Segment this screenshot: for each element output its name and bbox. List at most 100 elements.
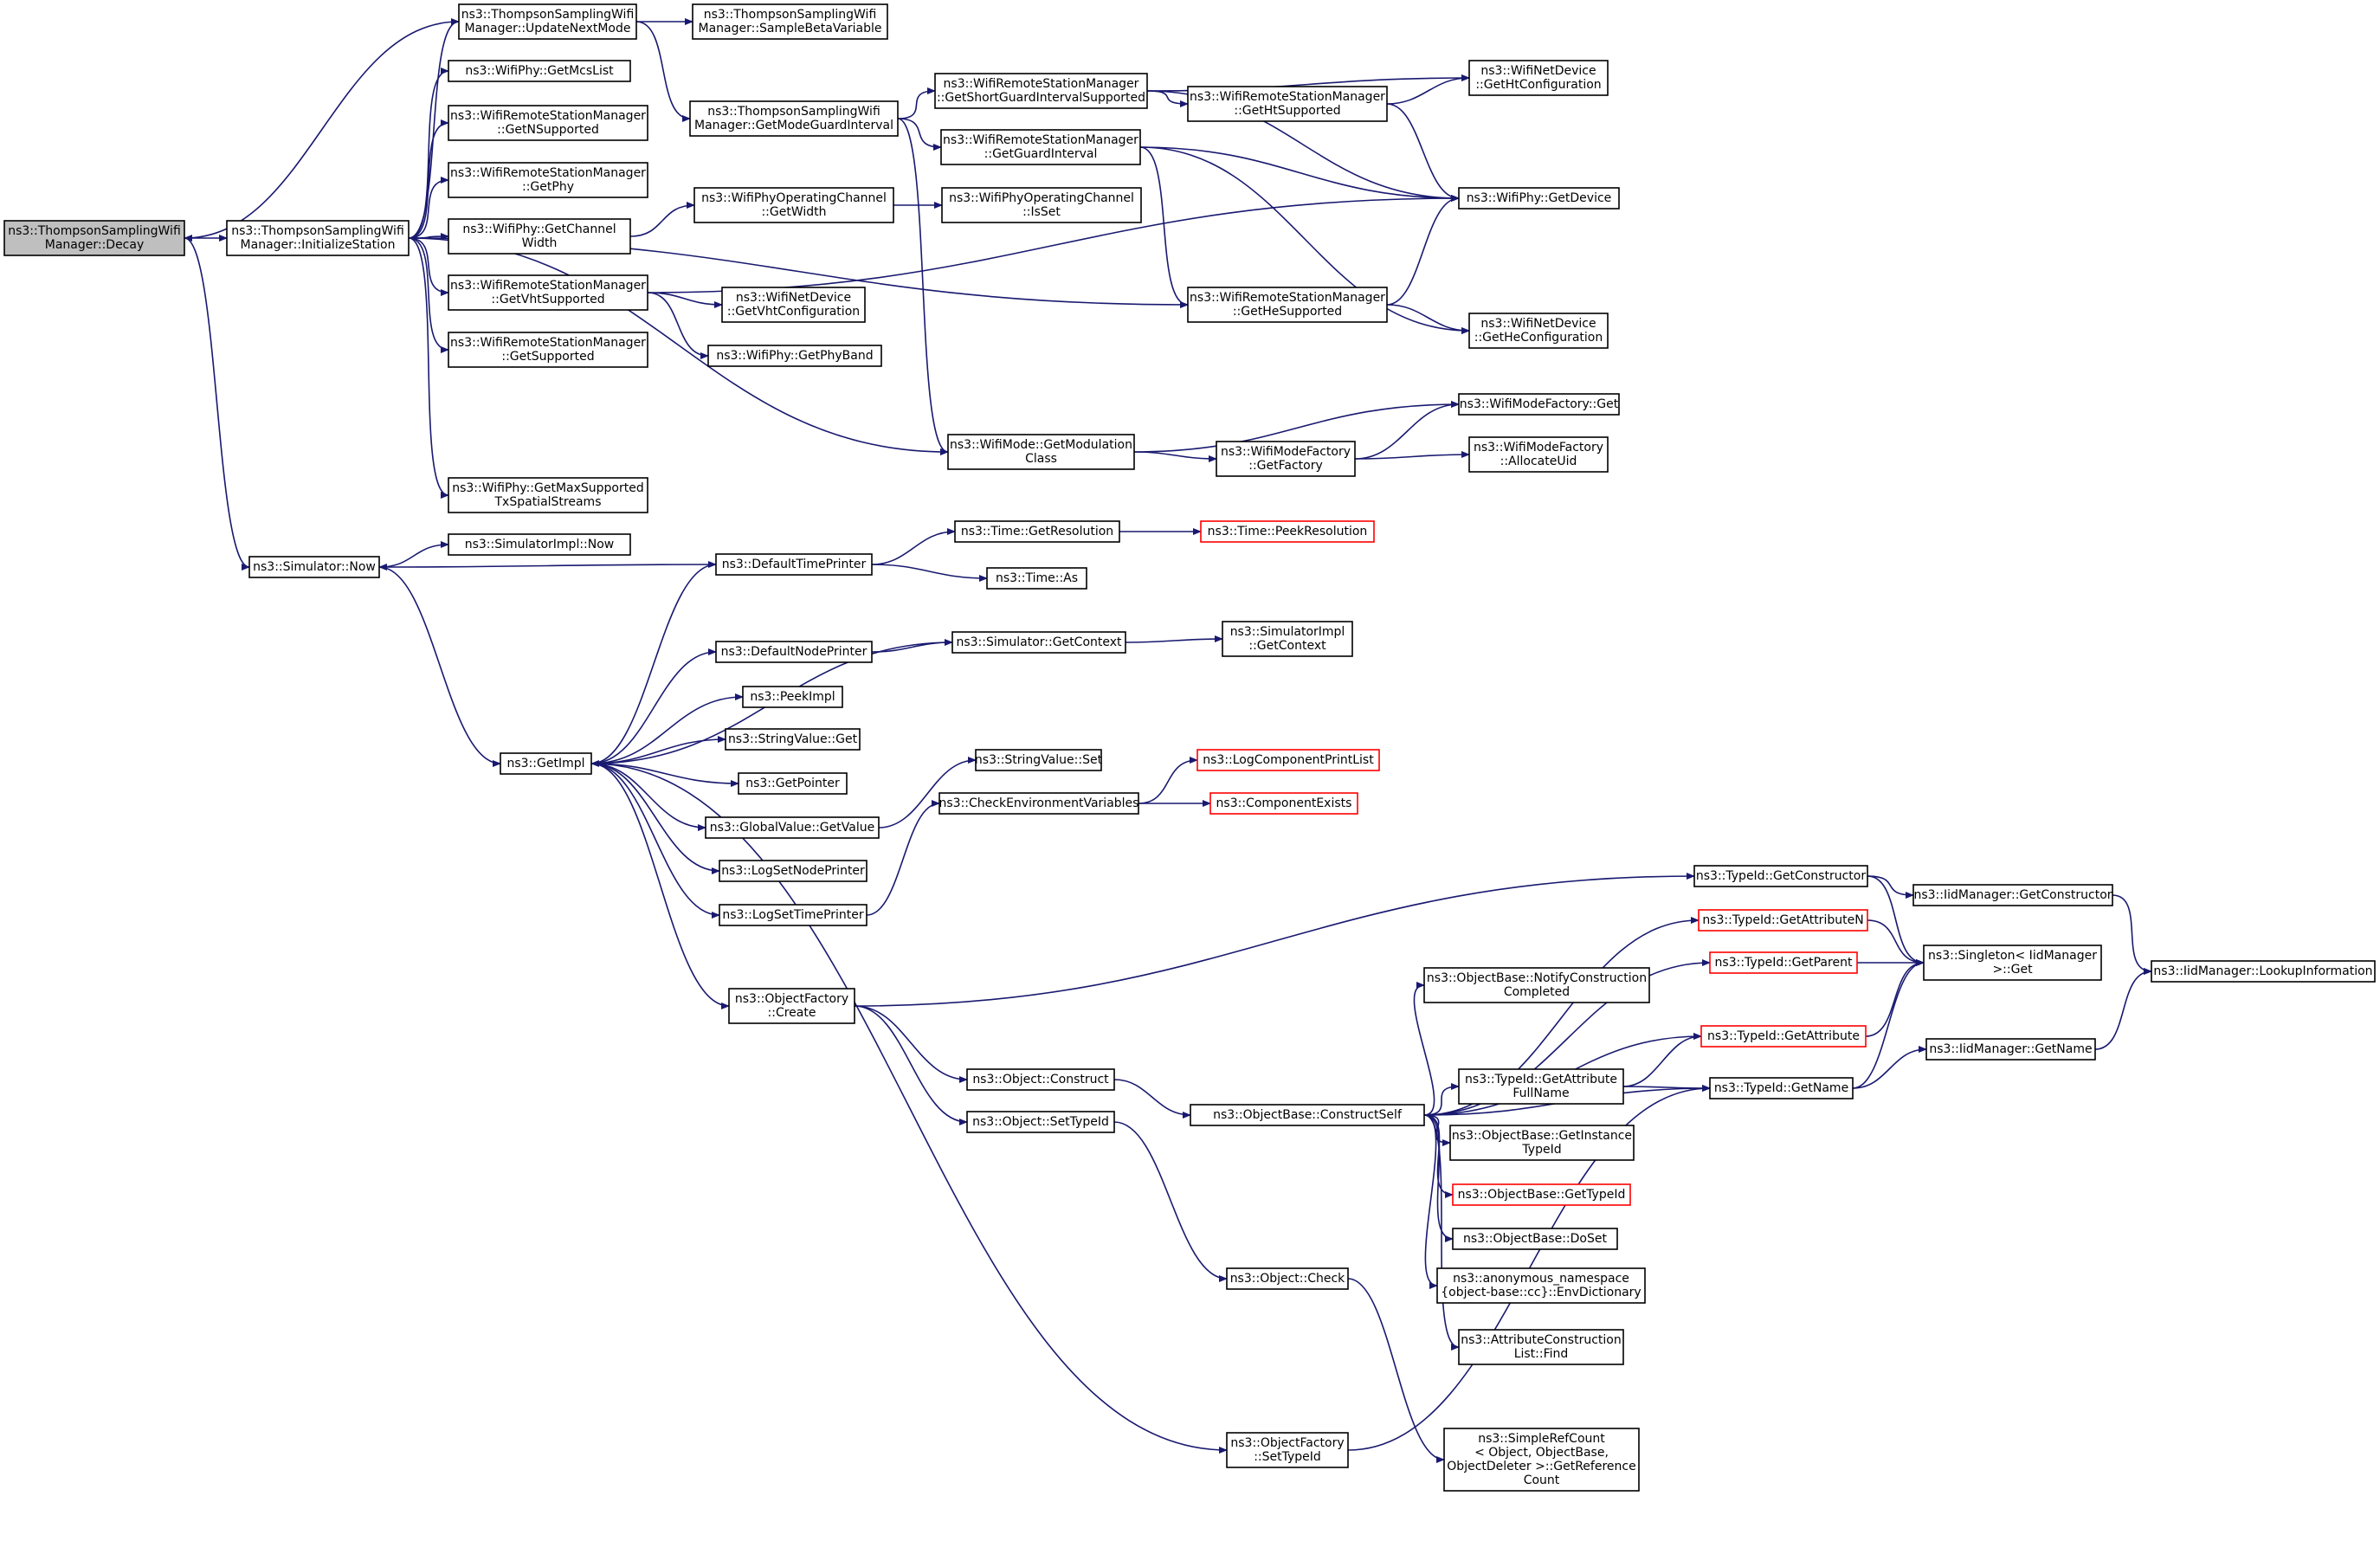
node-object-factory-set-type-id[interactable]: ns3::ObjectFactory::SetTypeId (1226, 1432, 1349, 1468)
node-box (941, 187, 1142, 223)
node-label: >::Get (1992, 963, 2033, 977)
edge-construct-self-to-object-base-do-set (1423, 1114, 1454, 1242)
node-iid-get-name[interactable]: ns3::IidManager::GetName (1925, 1038, 2096, 1061)
node-object-base-get-type-id[interactable]: ns3::ObjectBase::GetTypeId (1452, 1183, 1631, 1206)
node-default-node-printer[interactable]: ns3::DefaultNodePrinter (715, 641, 873, 663)
node-log-set-time-printer[interactable]: ns3::LogSetTimePrinter (719, 904, 868, 926)
node-object-check[interactable]: ns3::Object::Check (1226, 1267, 1349, 1290)
node-get-n-supported[interactable]: ns3::WifiRemoteStationManager::GetNSuppo… (448, 105, 648, 141)
node-object-set-type-id[interactable]: ns3::Object::SetTypeId (966, 1111, 1115, 1133)
node-log-component-print-list[interactable]: ns3::LogComponentPrintList (1196, 749, 1380, 771)
node-opchan-is-set[interactable]: ns3::WifiPhyOperatingChannel::IsSet (941, 187, 1142, 223)
node-mode-factory-get-factory[interactable]: ns3::WifiModeFactory::GetFactory (1216, 441, 1356, 477)
node-time-as[interactable]: ns3::Time::As (986, 567, 1087, 590)
node-label: ns3::Object::Construct (972, 1073, 1109, 1086)
node-typeid-get-constructor[interactable]: ns3::TypeId::GetConstructor (1693, 865, 1868, 887)
node-string-value-set[interactable]: ns3::StringValue::Set (975, 749, 1103, 771)
node-label: ns3::ObjectFactory (735, 992, 848, 1006)
node-get-mode-guard[interactable]: ns3::ThompsonSamplingWifiManager::GetMod… (689, 100, 899, 137)
node-env-dictionary[interactable]: ns3::anonymous_namespace{object-base::cc… (1436, 1267, 1646, 1304)
edge-typeid-get-name-to-singleton-get (1852, 959, 1925, 1089)
node-construct-self[interactable]: ns3::ObjectBase::ConstructSelf (1190, 1104, 1425, 1126)
edge-path (629, 202, 695, 237)
node-get-guard-interval[interactable]: ns3::WifiRemoteStationManager::GetGuardI… (940, 129, 1141, 165)
node-simimpl-get-context[interactable]: ns3::SimulatorImpl::GetContext (1222, 621, 1353, 657)
node-box (1700, 1025, 1867, 1048)
node-iid-get-constructor[interactable]: ns3::IidManager::GetConstructor (1912, 884, 2113, 906)
node-check-env-vars[interactable]: ns3::CheckEnvironmentVariables (938, 792, 1139, 815)
edge-path (1865, 959, 1925, 1037)
node-singleton-get[interactable]: ns3::Singleton< IidManager >::Get (1923, 945, 2102, 981)
edge-construct-self-to-notify-construction-completed (1413, 982, 1435, 1116)
node-get-vht-config[interactable]: ns3::WifiNetDevice::GetVhtConfiguration (721, 287, 866, 323)
node-phy-get-device[interactable]: ns3::WifiPhy::GetDevice (1458, 187, 1620, 210)
edge-path (2112, 894, 2152, 975)
node-global-value-get-value[interactable]: ns3::GlobalValue::GetValue (705, 816, 880, 839)
node-object-factory-create[interactable]: ns3::ObjectFactory::Create (728, 988, 855, 1024)
node-label: ns3::WifiMode::GetModulation (950, 438, 1132, 452)
node-label: ns3::ComponentExists (1216, 796, 1352, 810)
node-sample-beta[interactable]: ns3::ThompsonSamplingWifiManager::Sample… (692, 3, 888, 40)
node-time-get-resolution[interactable]: ns3::Time::GetResolution (954, 520, 1120, 543)
node-opchan-get-width[interactable]: ns3::WifiPhyOperatingChannel::GetWidth (693, 187, 894, 223)
node-default-time-printer[interactable]: ns3::DefaultTimePrinter (715, 553, 873, 576)
node-box (1458, 393, 1620, 416)
node-label: ns3::WifiPhy::GetChannel (462, 222, 616, 236)
node-peek-impl[interactable]: ns3::PeekImpl (742, 686, 843, 708)
node-get-sgi-supported[interactable]: ns3::WifiRemoteStationManager::GetShortG… (934, 73, 1148, 109)
edge-get-ht-supported-to-get-ht-config (1386, 74, 1470, 105)
node-log-set-node-printer[interactable]: ns3::LogSetNodePrinter (719, 860, 868, 882)
node-simulator-now[interactable]: ns3::Simulator::Now (248, 556, 380, 578)
node-mode-factory-get[interactable]: ns3::WifiModeFactory::Get (1458, 393, 1620, 416)
node-simulator-get-context[interactable]: ns3::Simulator::GetContext (951, 631, 1126, 654)
node-get-supported[interactable]: ns3::WifiRemoteStationManager::GetSuppor… (448, 332, 648, 368)
node-box (721, 287, 866, 323)
node-simimpl-now[interactable]: ns3::SimulatorImpl::Now (448, 533, 631, 556)
node-get-phy-band[interactable]: ns3::WifiPhy::GetPhyBand (707, 345, 882, 367)
node-get-reference-count[interactable]: ns3::SimpleRefCount< Object, ObjectBase,… (1443, 1428, 1640, 1492)
edge-check-env-vars-to-log-component-print-list (1138, 757, 1198, 804)
node-box (715, 553, 873, 576)
node-typeid-get-parent[interactable]: ns3::TypeId::GetParent (1709, 951, 1858, 974)
node-update-next-mode[interactable]: ns3::ThompsonSamplingWifiManager::Update… (458, 3, 637, 40)
edge-get-he-supported-to-phy-get-device (1386, 195, 1460, 306)
node-box (934, 73, 1148, 109)
edge-default-time-printer-to-time-get-resolution (871, 528, 956, 565)
node-string-value-get[interactable]: ns3::StringValue::Get (725, 728, 861, 751)
node-get-vht-supported[interactable]: ns3::WifiRemoteStationManager::GetVhtSup… (448, 274, 648, 311)
edge-default-time-printer-to-time-as (871, 564, 988, 582)
node-get-he-config[interactable]: ns3::WifiNetDevice::GetHeConfiguration (1468, 313, 1609, 349)
node-component-exists[interactable]: ns3::ComponentExists (1209, 792, 1358, 815)
node-initialize-station[interactable]: ns3::ThompsonSamplingWifiManager::Initia… (226, 220, 410, 256)
node-get-phy[interactable]: ns3::WifiRemoteStationManager::GetPhy (448, 162, 648, 198)
edge-typeid-get-name-to-iid-get-name (1852, 1046, 1927, 1089)
node-typeid-get-attribute[interactable]: ns3::TypeId::GetAttribute (1700, 1025, 1867, 1048)
node-object-base-do-set[interactable]: ns3::ObjectBase::DoSet (1452, 1228, 1618, 1250)
node-get-impl[interactable]: ns3::GetImpl (500, 752, 592, 775)
node-get-ht-supported[interactable]: ns3::WifiRemoteStationManager::GetHtSupp… (1187, 86, 1388, 122)
edge-path (635, 21, 691, 122)
node-get-max-streams[interactable]: ns3::WifiPhy::GetMaxSupportedTxSpatialSt… (448, 477, 648, 513)
node-typeid-get-name[interactable]: ns3::TypeId::GetName (1709, 1077, 1854, 1099)
node-get-mcs-list[interactable]: ns3::WifiPhy::GetMcsList (448, 60, 631, 82)
node-get-he-supported[interactable]: ns3::WifiRemoteStationManager::GetHeSupp… (1187, 287, 1388, 323)
node-iid-lookup-information[interactable]: ns3::IidManager::LookupInformation (2151, 960, 2376, 983)
node-allocate-uid[interactable]: ns3::WifiModeFactory::AllocateUid (1468, 436, 1609, 473)
node-label: ns3::WifiRemoteStationManager (450, 166, 646, 180)
node-box (448, 60, 631, 82)
node-box (1468, 313, 1609, 349)
edge-path (1133, 401, 1460, 453)
node-get-pointer[interactable]: ns3::GetPointer (738, 772, 848, 795)
node-label: ns3::TypeId::GetConstructor (1696, 869, 1866, 883)
node-time-peek-resolution[interactable]: ns3::Time::PeekResolution (1200, 520, 1375, 543)
node-notify-construction-completed[interactable]: ns3::ObjectBase::NotifyConstructionCompl… (1423, 967, 1650, 1003)
node-get-ht-config[interactable]: ns3::WifiNetDevice::GetHtConfiguration (1468, 60, 1609, 96)
node-object-construct[interactable]: ns3::Object::Construct (966, 1068, 1115, 1091)
node-typeid-get-attribute-n[interactable]: ns3::TypeId::GetAttributeN (1698, 909, 1868, 932)
